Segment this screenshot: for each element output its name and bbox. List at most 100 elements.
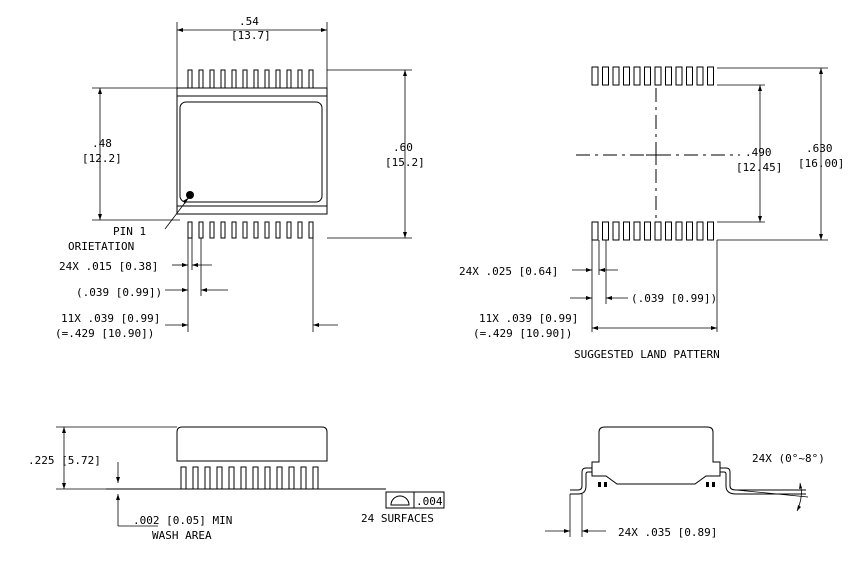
- top-leads-upper: [187, 69, 314, 89]
- lead-stub: [706, 482, 709, 487]
- land-pad: [602, 66, 609, 86]
- end-view: 24X (0°~8°) 24X .035 [0.89]: [545, 426, 825, 539]
- wash-area-label: WASH AREA: [152, 529, 212, 542]
- land-pad: [686, 221, 693, 241]
- land-pad: [707, 221, 714, 241]
- coplanarity-frame: [385, 491, 445, 509]
- package-body: [176, 87, 328, 215]
- side-body: [176, 426, 328, 462]
- lead: [275, 221, 281, 239]
- lead: [220, 221, 226, 239]
- top-view: .54 [13.7] .48 [12.2] .60 [15.2] PIN 1 O…: [55, 15, 425, 340]
- lead: [297, 221, 303, 239]
- land-pad: [612, 66, 620, 86]
- side-leads: [180, 466, 319, 490]
- package-lid: [179, 101, 323, 203]
- lead: [187, 69, 193, 89]
- pin1-dot: [186, 191, 194, 199]
- land-span-mm: [16.00]: [798, 157, 844, 170]
- span-in: .60: [393, 141, 413, 154]
- land-pad: [696, 221, 704, 241]
- lead: [253, 69, 259, 89]
- pads-upper: [591, 66, 714, 86]
- land-pad: [612, 221, 620, 241]
- lead: [252, 466, 259, 490]
- lead: [216, 466, 223, 490]
- land-pad: [675, 66, 683, 86]
- land-pad: [591, 66, 599, 86]
- pad-pitch-total: 11X .039 [0.99]: [479, 312, 578, 325]
- lead: [209, 221, 215, 239]
- lead: [276, 466, 283, 490]
- land-pattern-view: .490 [12.45] .630 [16.00] 24X .025 [0.64…: [459, 66, 844, 361]
- lead: [264, 466, 271, 490]
- lead-pitch-dim: (.039 [0.99]): [76, 286, 162, 299]
- land-pad: [665, 66, 672, 86]
- lead: [264, 221, 270, 239]
- land-pad: [633, 221, 641, 241]
- lead: [231, 69, 237, 89]
- lead: [312, 466, 319, 490]
- lead: [242, 221, 248, 239]
- pad-pitch-dim: (.039 [0.99]): [631, 292, 717, 305]
- lead: [231, 221, 237, 239]
- standoff-dim: .002 [0.05] MIN: [133, 514, 232, 527]
- land-pad: [623, 221, 630, 241]
- land-pad: [654, 66, 662, 86]
- span-mm: [15.2]: [385, 156, 425, 169]
- land-pad: [623, 66, 630, 86]
- pin1-orientation-label: ORIETATION: [68, 240, 134, 253]
- land-pad: [686, 66, 693, 86]
- lead: [297, 69, 303, 89]
- land-pad: [644, 66, 651, 86]
- coplanarity-value: .004: [416, 495, 443, 508]
- gull-wing-lead-left: [570, 467, 592, 491]
- foot-length-dim: 24X .035 [0.89]: [618, 526, 717, 539]
- lead: [242, 69, 248, 89]
- land-pad: [707, 66, 714, 86]
- body-len-in: .48: [92, 137, 112, 150]
- pads-lower: [591, 221, 714, 241]
- land-pad: [591, 221, 599, 241]
- gull-wing-lead-right: [720, 467, 806, 491]
- row-dim-in: .490: [745, 146, 772, 159]
- land-pattern-caption: SUGGESTED LAND PATTERN: [574, 348, 720, 361]
- top-leads-lower: [187, 221, 314, 239]
- lead: [209, 69, 215, 89]
- width-dim-in: .54: [239, 15, 259, 28]
- pitch-total-equals: (=.429 [10.90]): [55, 327, 154, 340]
- land-span-in: .630: [806, 142, 833, 155]
- lead-angle-dim: 24X (0°~8°): [752, 452, 825, 465]
- land-pad: [633, 66, 641, 86]
- pad-width-dim: 24X .025 [0.64]: [459, 265, 558, 278]
- width-dim-mm: [13.7]: [231, 29, 271, 42]
- lead-stub: [598, 482, 601, 487]
- lead-stub: [712, 482, 715, 487]
- side-view: .225 [5.72] .002 [0.05] MIN WASH AREA .0…: [28, 426, 445, 542]
- lead: [286, 221, 292, 239]
- body-len-mm: [12.2]: [82, 152, 122, 165]
- land-pad: [696, 66, 704, 86]
- lead: [300, 466, 307, 490]
- lead: [253, 221, 259, 239]
- lead: [192, 466, 199, 490]
- land-pad: [654, 221, 662, 241]
- pin1-label: PIN 1: [113, 225, 146, 238]
- pad-pitch-total-equals: (=.429 [10.90]): [473, 327, 572, 340]
- lead: [228, 466, 235, 490]
- lead: [240, 466, 247, 490]
- lead-width-dim: 24X .015 [0.38]: [59, 260, 158, 273]
- land-pad: [665, 221, 672, 241]
- lead: [264, 69, 270, 89]
- surfaces-label: 24 SURFACES: [361, 512, 434, 525]
- lead: [180, 466, 187, 490]
- lead: [288, 466, 295, 490]
- lead: [286, 69, 292, 89]
- pitch-total-dim: 11X .039 [0.99]: [61, 312, 160, 325]
- land-pad: [675, 221, 683, 241]
- lead: [198, 221, 204, 239]
- lead: [198, 69, 204, 89]
- land-pad: [644, 221, 651, 241]
- lead: [275, 69, 281, 89]
